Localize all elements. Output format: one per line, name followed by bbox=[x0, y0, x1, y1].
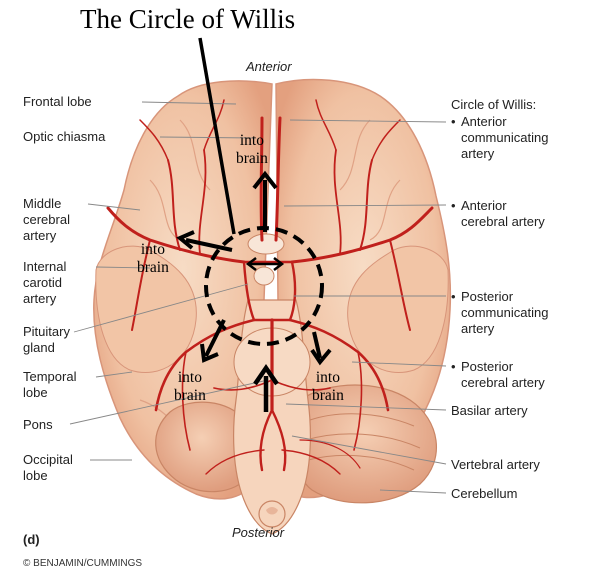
anterior-label: Anterior bbox=[246, 59, 292, 74]
internal-carotid-artery-label: Internal carotid artery bbox=[23, 259, 67, 306]
annotation-overlay bbox=[176, 37, 332, 412]
bullet-icon: • bbox=[451, 198, 456, 213]
anterior-communicating-artery-label: • Anterior communicating artery bbox=[451, 114, 548, 162]
left-temporal-lobe bbox=[95, 245, 197, 374]
middle-cerebral-artery-label: Middle cerebral artery bbox=[23, 196, 70, 243]
optic-chiasma-shape bbox=[247, 233, 285, 255]
panel-letter: (d) bbox=[23, 532, 40, 547]
into-brain-bottom-left-annotation: into brain bbox=[174, 369, 206, 404]
pituitary-shape bbox=[253, 266, 275, 286]
label-text: Anterior communicating artery bbox=[461, 114, 549, 161]
temporal-lobe-label: Temporal lobe bbox=[23, 369, 77, 400]
figure-title: The Circle of Willis bbox=[80, 4, 296, 34]
label-text: Posterior cerebral artery bbox=[461, 359, 545, 390]
left-leader-lines bbox=[69, 101, 269, 461]
arteries bbox=[106, 99, 434, 475]
pons-label: Pons bbox=[23, 417, 53, 432]
bullet-icon: • bbox=[451, 289, 456, 304]
into-brain-top-annotation: into brain bbox=[236, 132, 268, 167]
label-text: Posterior communicating artery bbox=[461, 289, 549, 336]
frontal-lobe-label: Frontal lobe bbox=[23, 94, 92, 109]
left-cerebellum-shape bbox=[155, 401, 249, 493]
into-brain-left-annotation: into brain bbox=[137, 241, 169, 276]
bullet-icon: • bbox=[451, 114, 456, 129]
basilar-artery-label: Basilar artery bbox=[451, 403, 528, 418]
circle-of-willis-heading: Circle of Willis: bbox=[451, 97, 537, 112]
cerebellum-label: Cerebellum bbox=[451, 486, 518, 501]
label-text: Anterior cerebral artery bbox=[461, 198, 545, 229]
right-temporal-lobe bbox=[347, 245, 449, 374]
optic-chiasma-label: Optic chiasma bbox=[23, 129, 106, 144]
vertebral-artery-label: Vertebral artery bbox=[451, 457, 540, 472]
pituitary-gland-label: Pituitary gland bbox=[23, 324, 70, 355]
posterior-label: Posterior bbox=[232, 525, 285, 540]
title-pointer-line bbox=[198, 37, 236, 235]
anterior-cerebral-artery-label: • Anterior cerebral artery bbox=[451, 198, 545, 230]
bullet-icon: • bbox=[451, 359, 456, 374]
occipital-lobe-label: Occipital lobe bbox=[23, 452, 73, 483]
credit-line: © BENJAMIN/CUMMINGS bbox=[23, 558, 143, 569]
into-brain-bottom-right-annotation: into brain bbox=[312, 369, 344, 404]
posterior-communicating-artery-label: • Posterior communicating artery bbox=[451, 289, 548, 337]
posterior-cerebral-artery-label: • Posterior cerebral artery bbox=[451, 359, 545, 391]
